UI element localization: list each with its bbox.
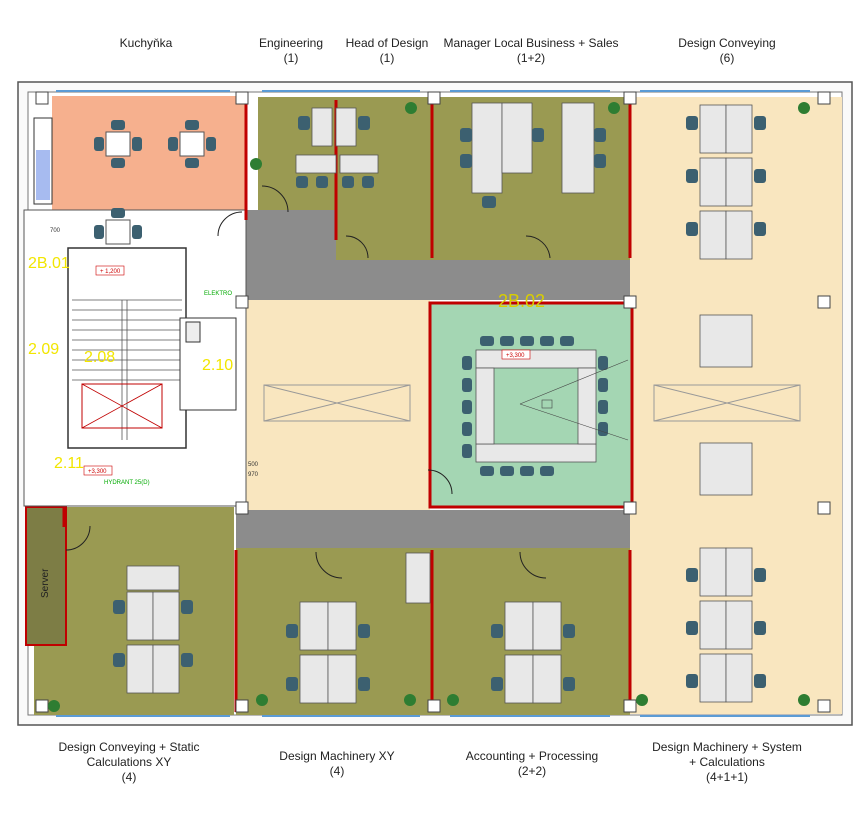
label-kitchen: Kuchyňka bbox=[119, 36, 173, 50]
elevation-label-3: +3,300 bbox=[88, 469, 107, 475]
plants bbox=[48, 102, 810, 712]
room-id-208: 2.08 bbox=[84, 349, 115, 366]
dimension-label-1: 700 bbox=[50, 228, 61, 234]
server-room-label: Server bbox=[40, 568, 51, 598]
label-design-conveying: Design Conveying(6) bbox=[678, 36, 776, 65]
elevation-label-1: + 1,200 bbox=[100, 269, 121, 275]
server-room bbox=[25, 506, 67, 646]
label-design-machinery-system: Design Machinery + System+ Calculations(… bbox=[652, 740, 802, 784]
zone-central-open bbox=[246, 300, 430, 510]
hydrant-label: HYDRANT 25(D) bbox=[104, 480, 150, 486]
stair-landing bbox=[81, 383, 163, 429]
stair-treads bbox=[72, 299, 182, 440]
corridor-south bbox=[236, 510, 630, 548]
label-accounting-processing: Accounting + Processing(2+2) bbox=[465, 749, 599, 778]
floor-voids bbox=[263, 384, 801, 422]
desks bbox=[126, 102, 753, 704]
corridor-north bbox=[336, 260, 630, 300]
room-id-2b02: 2B.02 bbox=[498, 291, 545, 311]
room-id-209: 2.09 bbox=[28, 341, 59, 358]
corridor-north-west bbox=[246, 210, 336, 300]
sink-icon bbox=[36, 150, 50, 200]
windows bbox=[56, 90, 810, 717]
label-manager-local-business: Manager Local Business + Sales(1+2) bbox=[443, 36, 619, 65]
toilet-icon bbox=[185, 321, 201, 343]
label-design-machinery-xy: Design Machinery XY(4) bbox=[279, 749, 395, 778]
room-id-2b01: 2B.01 bbox=[28, 255, 70, 272]
kitchen-tables bbox=[94, 120, 216, 245]
dimension-label-3: 970 bbox=[248, 472, 259, 478]
projector-icon bbox=[519, 359, 629, 441]
label-engineering: Engineering(1) bbox=[258, 36, 324, 65]
chairs bbox=[113, 116, 766, 691]
elevation-label-2: +3,300 bbox=[506, 353, 525, 359]
elektro-label: ELEKTRO bbox=[204, 291, 232, 297]
room-id-210: 2.10 bbox=[202, 357, 233, 374]
doors bbox=[65, 185, 551, 579]
structural-columns bbox=[35, 91, 831, 713]
dimension-label-2: 500 bbox=[248, 462, 259, 468]
label-head-of-design: Head of Design(1) bbox=[345, 36, 429, 65]
room-id-211: 2.11 bbox=[54, 455, 84, 472]
